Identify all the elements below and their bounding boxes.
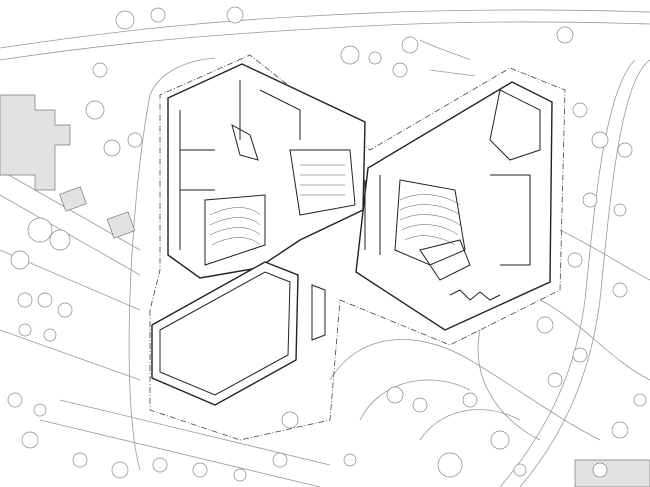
tree bbox=[617, 142, 633, 158]
tree bbox=[49, 229, 71, 251]
tree bbox=[37, 292, 53, 308]
tree bbox=[27, 217, 53, 243]
tree bbox=[412, 397, 428, 413]
tree bbox=[111, 461, 129, 479]
tree bbox=[7, 392, 23, 408]
building-south-west bbox=[151, 261, 326, 406]
tree bbox=[18, 323, 32, 337]
tree bbox=[33, 403, 47, 417]
tree bbox=[85, 100, 105, 120]
tree bbox=[21, 431, 39, 449]
tree bbox=[592, 462, 608, 478]
tree bbox=[226, 6, 244, 24]
tree bbox=[582, 192, 598, 208]
tree bbox=[513, 463, 527, 477]
existing-building-small bbox=[106, 211, 136, 239]
tree bbox=[115, 10, 135, 30]
tree bbox=[536, 316, 554, 334]
tree bbox=[572, 347, 588, 363]
tree bbox=[392, 62, 408, 78]
tree bbox=[368, 51, 382, 65]
tree bbox=[281, 411, 299, 429]
tree bbox=[10, 250, 30, 270]
tree bbox=[340, 45, 360, 65]
tree bbox=[103, 139, 121, 157]
tree bbox=[490, 430, 510, 450]
existing-buildings bbox=[0, 94, 650, 487]
tree bbox=[72, 452, 88, 468]
tree bbox=[43, 328, 57, 342]
tree bbox=[150, 7, 166, 23]
trees bbox=[7, 6, 647, 482]
site-roads bbox=[0, 9, 650, 487]
tree bbox=[343, 453, 357, 467]
tree bbox=[386, 386, 404, 404]
tree bbox=[152, 457, 168, 473]
tree bbox=[572, 102, 588, 118]
existing-building-small bbox=[59, 186, 87, 212]
tree bbox=[612, 282, 628, 298]
tree bbox=[611, 421, 629, 439]
tree bbox=[437, 452, 463, 478]
tree bbox=[591, 131, 609, 149]
tree bbox=[613, 203, 627, 217]
existing-building-corner bbox=[574, 459, 650, 487]
tree bbox=[92, 62, 108, 78]
building-east bbox=[355, 81, 553, 331]
tree bbox=[556, 26, 574, 44]
tree bbox=[547, 372, 563, 388]
tree bbox=[192, 462, 208, 478]
site-boundary bbox=[149, 54, 566, 441]
tree bbox=[272, 452, 288, 468]
existing-building-main bbox=[0, 94, 71, 191]
tree bbox=[127, 132, 143, 148]
tree bbox=[17, 292, 33, 308]
tree bbox=[567, 252, 583, 268]
tree bbox=[633, 393, 647, 407]
tree bbox=[462, 392, 478, 408]
tree bbox=[401, 36, 419, 54]
building-north-west bbox=[167, 63, 366, 279]
tree bbox=[57, 302, 73, 318]
tree bbox=[233, 468, 247, 482]
